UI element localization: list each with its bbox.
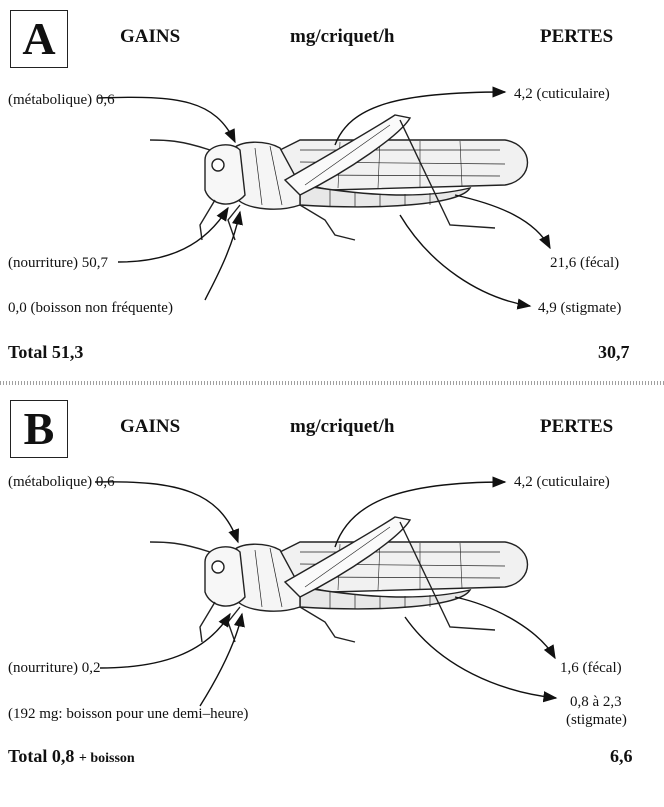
locust-illustration bbox=[150, 115, 528, 240]
diagram-a bbox=[0, 0, 664, 380]
locust-illustration bbox=[150, 517, 528, 642]
panel-b: B GAINS mg/criquet/h PERTES (métabolique… bbox=[0, 392, 664, 807]
panel-divider bbox=[0, 381, 664, 385]
diagram-b bbox=[0, 392, 664, 807]
panel-a: A GAINS mg/criquet/h PERTES (métabolique… bbox=[0, 0, 664, 380]
